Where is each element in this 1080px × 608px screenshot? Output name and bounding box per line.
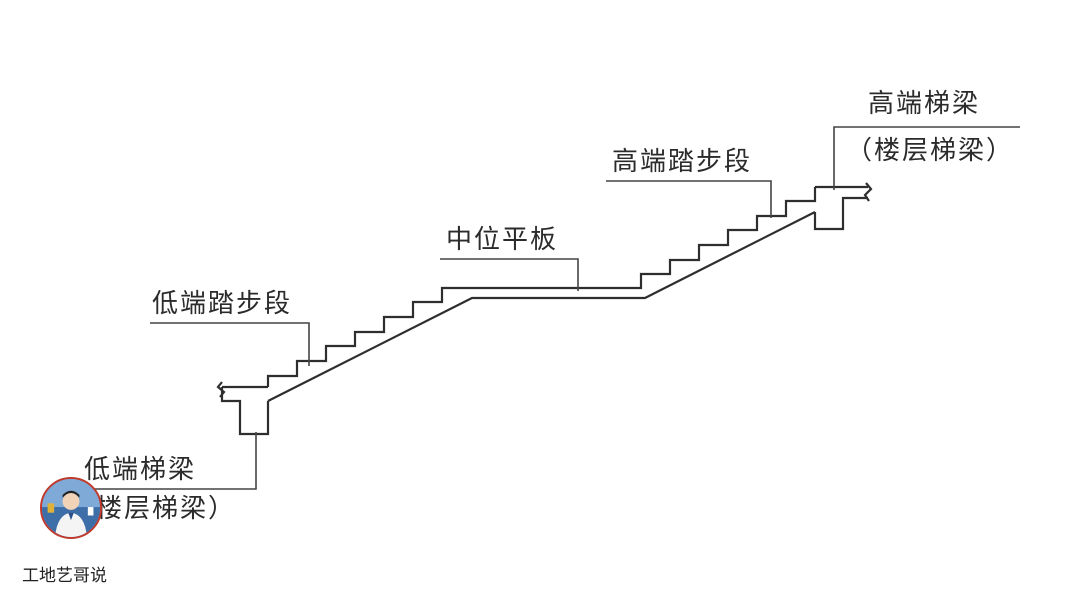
low-end-beam bbox=[216, 381, 270, 436]
label-high-beam-line1: 高端梯梁 bbox=[868, 89, 980, 119]
label-low-beam-line1: 低端梯梁 bbox=[84, 455, 196, 485]
label-high-beam-line2: （楼层梯梁） bbox=[846, 136, 1014, 166]
stair-upper-profile bbox=[266, 187, 817, 387]
label-low-beam-line2: 楼层梯梁） bbox=[96, 494, 236, 524]
label-low-steps: 低端踏步段 bbox=[152, 289, 292, 319]
account-avatar bbox=[40, 477, 102, 539]
account-name: 工地艺哥说 bbox=[22, 566, 107, 586]
leader-high-steps bbox=[606, 180, 772, 218]
leader-high-beam bbox=[833, 126, 1020, 190]
leader-middle-slab bbox=[440, 258, 579, 291]
leader-low-beam bbox=[82, 432, 257, 490]
high-end-beam bbox=[813, 182, 873, 231]
label-high-steps: 高端踏步段 bbox=[612, 147, 752, 177]
label-middle-slab: 中位平板 bbox=[446, 225, 558, 255]
leader-low-steps bbox=[150, 322, 310, 366]
stair-soffit-line bbox=[267, 211, 816, 402]
person-portrait-icon bbox=[42, 479, 100, 537]
